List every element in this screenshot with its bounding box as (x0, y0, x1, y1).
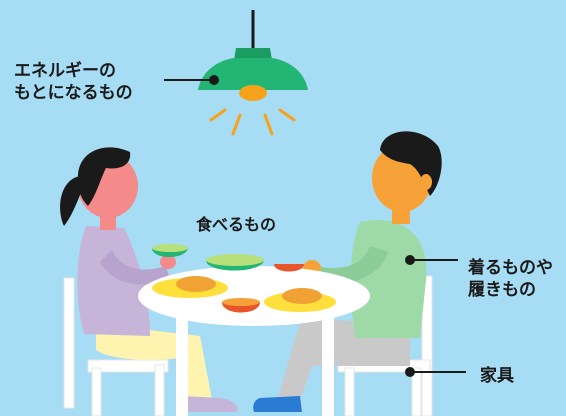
label-energy-source: エネルギーの もとになるもの (14, 60, 133, 104)
man-slipper (253, 396, 302, 412)
label-energy-line2: もとになるもの (14, 83, 133, 103)
man-pants (278, 320, 410, 400)
woman-chair (63, 277, 169, 416)
woman-ponytail (60, 176, 82, 226)
soup-bowl-man (274, 264, 304, 272)
woman-torso (77, 226, 150, 336)
label-food: 食べるもの (196, 215, 277, 234)
food-dishes (152, 244, 336, 313)
lamp-bulb (239, 85, 267, 101)
woman-slipper (182, 396, 238, 412)
woman-hair (77, 147, 131, 206)
pendant-lamp (198, 10, 308, 136)
label-clothes-line2: 履きもの (468, 280, 536, 300)
leader-lines (164, 75, 466, 377)
label-energy-line1: エネルギーの (14, 61, 116, 81)
man (253, 131, 442, 412)
label-clothes-line1: 着るものや (468, 258, 553, 278)
man-torso (350, 220, 427, 338)
lamp-cap (234, 48, 272, 60)
lamp-light-rays (209, 108, 296, 136)
label-clothing-footwear: 着るものや 履きもの (468, 257, 553, 301)
label-furniture: 家具 (480, 366, 514, 386)
woman-arm (100, 250, 170, 285)
lamp-shade (198, 58, 308, 90)
